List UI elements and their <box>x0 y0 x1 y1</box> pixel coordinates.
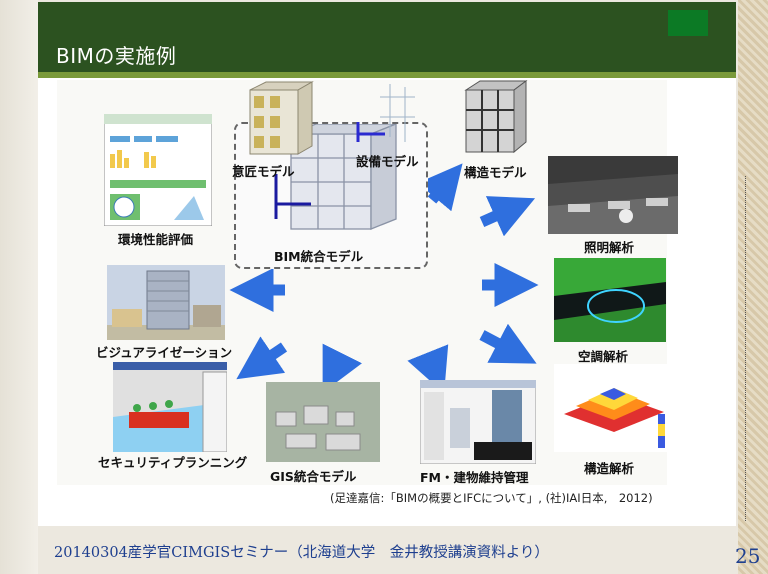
security-planning-image <box>113 362 227 452</box>
right-texture-strip <box>738 0 768 574</box>
label-gis: GIS統合モデル <box>270 469 357 484</box>
center-label: BIM統合モデル <box>274 249 364 264</box>
structure-analysis-image <box>554 364 674 452</box>
label-structure-model: 構造モデル <box>464 165 527 180</box>
structure-model-image <box>464 80 528 154</box>
arrow-to-fm <box>407 344 449 394</box>
fm-maintenance-image <box>420 380 536 464</box>
footer-text: 20140304産学官CIMGISセミナー（北海道大学 金井教授講演資料より） <box>54 545 549 561</box>
label-air: 空調解析 <box>578 349 629 364</box>
left-background-strip <box>0 0 38 574</box>
visualization-image <box>107 265 225 340</box>
gis-model-image <box>266 382 380 462</box>
title-bar: BIMの実施例 <box>38 2 736 72</box>
air-analysis-image <box>554 258 666 342</box>
arrow-to-structure-model <box>417 163 463 212</box>
title-stripe <box>38 72 736 78</box>
label-equipment-model: 設備モデル <box>356 154 419 169</box>
label-security: セキュリティプランニング <box>98 455 248 470</box>
arrow-to-structure-analysis <box>479 323 537 364</box>
label-environment: 環境性能評価 <box>118 232 194 247</box>
dotted-bracket <box>740 176 746 521</box>
arrow-to-security <box>236 336 288 380</box>
label-structure-analysis: 構造解析 <box>584 461 635 476</box>
label-lighting: 照明解析 <box>584 240 635 255</box>
corner-green-box <box>668 10 708 36</box>
arrow-to-gis <box>322 343 362 393</box>
lighting-analysis-image <box>548 156 678 234</box>
citation-text: (足達嘉信:「BIMの概要とIFCについて」, (社)IAI日本, 2012) <box>330 491 653 505</box>
equipment-model-image <box>356 84 415 142</box>
label-fm: FM・建物維持管理 <box>420 470 529 485</box>
design-model-image <box>249 81 314 155</box>
label-design-model: 意匠モデル <box>232 164 295 179</box>
environment-chart-image <box>104 114 212 226</box>
page-number: 25 <box>735 544 761 568</box>
arrow-to-lighting <box>479 196 536 237</box>
slide-title: BIMの実施例 <box>56 44 177 68</box>
label-visualization: ビジュアライゼーション <box>96 345 233 360</box>
